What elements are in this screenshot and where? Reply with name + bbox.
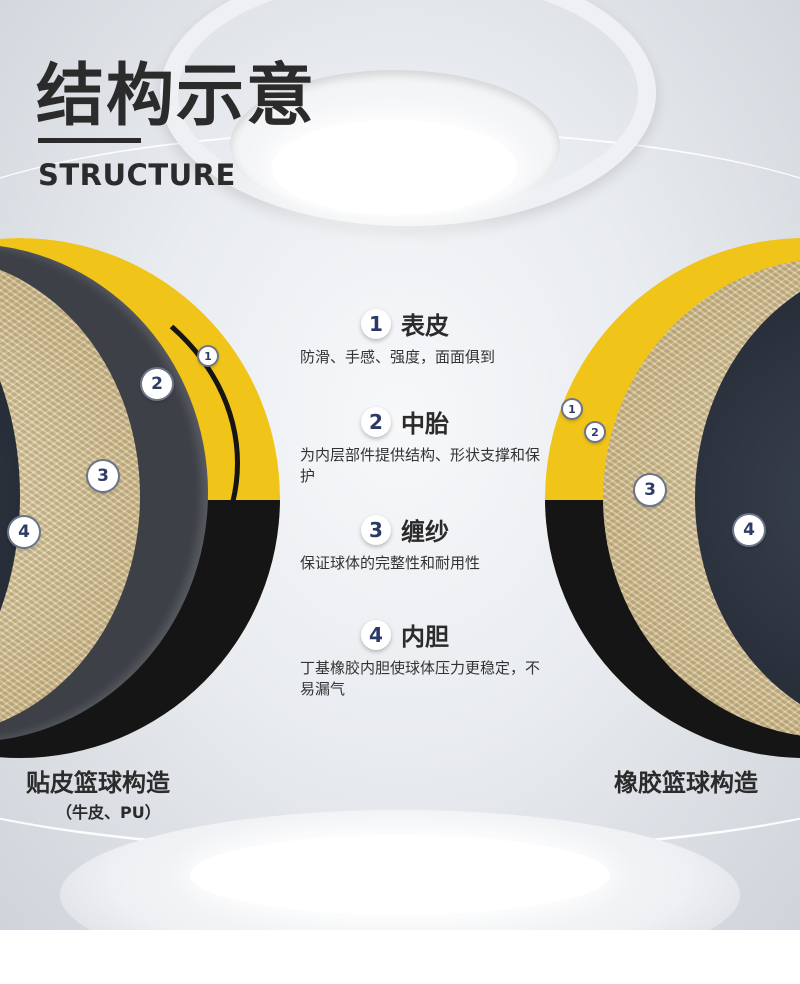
left-ball-caption: 贴皮篮球构造	[26, 769, 170, 797]
bottom-band	[0, 930, 800, 984]
legend-name: 表皮	[401, 312, 449, 340]
legend-desc: 丁基橡胶内胆使球体压力更稳定，不易漏气	[300, 659, 541, 698]
legend-name: 中胎	[401, 410, 449, 438]
right-badge-4: 4	[734, 515, 764, 545]
legend-name: 内胆	[401, 623, 449, 651]
floor-podium-glow	[190, 835, 610, 915]
legend-desc: 保证球体的完整性和耐用性	[300, 554, 481, 572]
right-ball-caption: 橡胶篮球构造	[614, 769, 758, 797]
legend-head: 3 缠纱	[270, 512, 540, 547]
legend-item-2: 2 中胎 为内层部件提供结构、形状支撑和保护	[300, 404, 540, 487]
legend-head: 1 表皮	[270, 306, 540, 341]
left-ball-sub-caption: （牛皮、PU）	[56, 803, 161, 822]
legend-desc: 防滑、手感、强度，面面俱到	[300, 348, 496, 366]
right-ball-cross-section	[545, 238, 800, 758]
legend-number-badge: 3	[361, 514, 391, 545]
legend-number-badge: 2	[361, 406, 391, 437]
left-ball-cross-section	[0, 238, 280, 758]
page-title: 结构示意	[36, 57, 317, 136]
legend-head: 2 中胎	[270, 404, 540, 439]
page-subtitle: STRUCTURE	[38, 158, 236, 192]
right-badge-2: 2	[586, 423, 604, 441]
left-badge-3: 3	[88, 461, 118, 491]
left-ball-seam	[0, 258, 240, 668]
right-badge-3: 3	[635, 475, 665, 505]
background-stage: 结构示意 STRUCTURE 1 2 3 4 1 2 3 4 1 表皮 防滑、手…	[0, 0, 800, 930]
title-divider	[38, 138, 141, 143]
legend-name: 缠纱	[401, 518, 449, 546]
ceiling-light-glow	[272, 120, 517, 215]
legend-item-4: 4 内胆 丁基橡胶内胆使球体压力更稳定，不易漏气	[300, 617, 540, 700]
right-badge-1: 1	[563, 400, 581, 418]
left-badge-4: 4	[9, 517, 39, 547]
legend-head: 4 内胆	[270, 617, 540, 652]
left-badge-2: 2	[142, 369, 172, 399]
legend-number-badge: 1	[361, 308, 391, 339]
legend-desc: 为内层部件提供结构、形状支撑和保护	[300, 446, 541, 485]
legend-item-1: 1 表皮 防滑、手感、强度，面面俱到	[300, 306, 540, 368]
left-badge-1: 1	[199, 347, 217, 365]
legend-item-3: 3 缠纱 保证球体的完整性和耐用性	[300, 512, 540, 574]
legend-number-badge: 4	[361, 619, 391, 650]
